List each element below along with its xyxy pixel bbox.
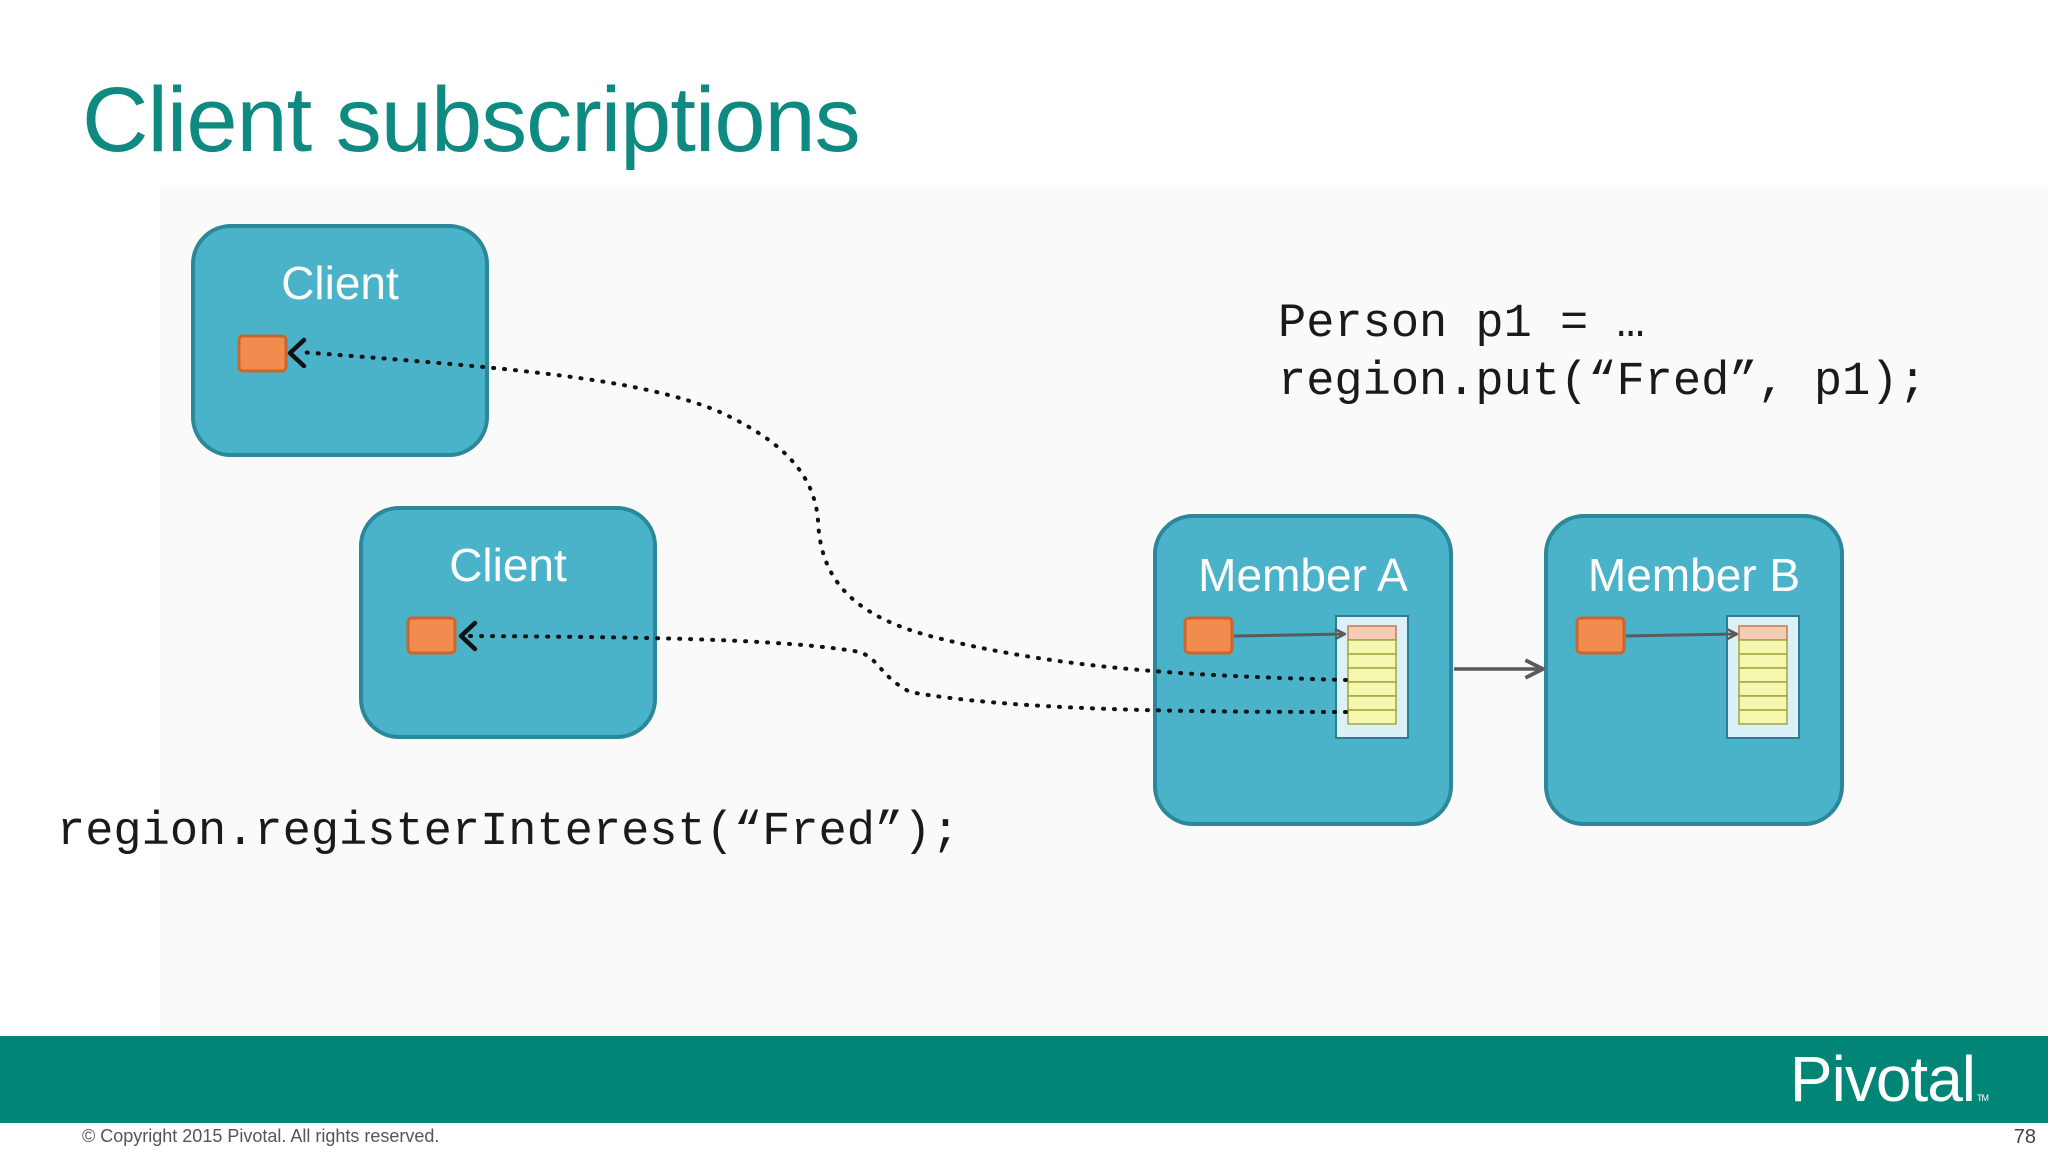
code-register-interest: region.registerInterest(“Fred”); — [57, 806, 960, 859]
arrowhead-bottom-client — [458, 620, 478, 652]
pivotal-logo-text: Pivotal — [1789, 1043, 1976, 1115]
client-top-entry — [237, 334, 288, 373]
client-label-top: Client — [281, 257, 399, 309]
page-number: 78 — [2013, 1126, 2036, 1148]
code-put-line-1: Person p1 = … — [1278, 298, 1645, 351]
member-a-entry — [1183, 616, 1234, 655]
subscription-path-bottom-client — [468, 634, 1348, 714]
subscription-path-top-client — [298, 350, 1348, 682]
code-put-line-2: region.put(“Fred”, p1); — [1278, 356, 1927, 409]
copyright-notice: © Copyright 2015 Pivotal. All rights res… — [82, 1126, 440, 1146]
member-b-queue — [1726, 615, 1800, 739]
arrowhead-top-client — [287, 337, 307, 369]
pivotal-logo-tm: TM — [1977, 1093, 1989, 1103]
slide-title: Client subscriptions — [82, 69, 861, 171]
member-a-label: Member A — [1198, 549, 1408, 601]
client-label-bottom: Client — [449, 539, 567, 591]
footer-bar — [0, 1036, 2048, 1123]
member-b-label: Member B — [1587, 549, 1801, 601]
client-bottom-entry — [406, 616, 457, 655]
member-a-entry-arrow — [1233, 634, 1345, 636]
member-b-entry-arrow — [1625, 634, 1737, 636]
member-b-entry — [1575, 616, 1626, 655]
member-a-queue — [1335, 615, 1409, 739]
